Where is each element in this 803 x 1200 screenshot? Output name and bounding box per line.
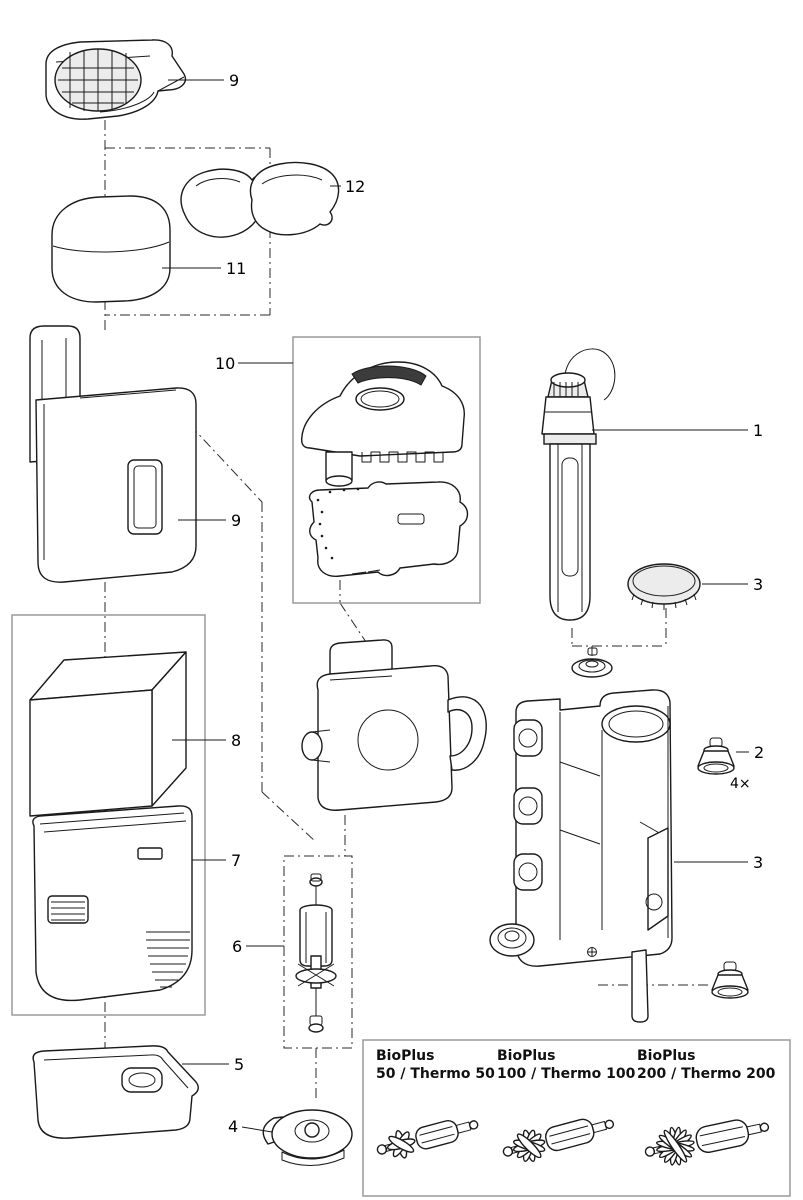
part-suction-cup-bottom (711, 961, 749, 999)
part-housing (29, 325, 197, 583)
variant-1-name: BioPlus (376, 1048, 434, 1064)
part-pump-body (301, 639, 487, 811)
variant-3-model: 200 / Thermo 200 (637, 1066, 776, 1082)
part-gasket (308, 481, 469, 577)
variant-3-impeller (644, 1119, 770, 1166)
variant-2: BioPlus 100 / Thermo 100 (497, 1048, 636, 1162)
impeller-group-box (283, 855, 353, 1049)
suction-cup-quantity: 4× (730, 776, 751, 792)
part-filter-foam (29, 651, 187, 817)
part-pump-head (300, 361, 465, 487)
callout-label-base-plate: 5 (234, 1055, 244, 1074)
part-heater (541, 348, 616, 621)
variant-3-name: BioPlus (637, 1048, 695, 1064)
callout-label-foam-pads: 12 (345, 177, 365, 196)
impeller-variants-box (362, 1039, 791, 1197)
callout-label-filter-foam: 8 (231, 731, 241, 750)
part-impeller (295, 873, 337, 1033)
variant-2-impeller (502, 1118, 615, 1162)
pump-head-group-box (292, 336, 481, 604)
foam-container-group-box (11, 614, 206, 1016)
variant-1-impeller (376, 1119, 479, 1159)
callout-label-lid: 9 (229, 71, 239, 90)
callout-label-suction-cup: 2 (754, 743, 764, 762)
part-foam-block (51, 195, 171, 303)
part-foam-pads (180, 161, 340, 238)
part-base-plate (32, 1045, 199, 1139)
callout-label-cap: 3 (753, 575, 763, 594)
part-inner-housing (489, 647, 673, 1023)
part-pump-cover (262, 1109, 353, 1167)
callout-label-heater: 1 (753, 421, 763, 440)
variant-2-name: BioPlus (497, 1048, 555, 1064)
callout-line-pump-cover (241, 1126, 273, 1133)
part-lid (45, 39, 186, 120)
variant-1-model: 50 / Thermo 50 (376, 1066, 495, 1082)
callout-label-container: 7 (231, 851, 241, 870)
variant-1: BioPlus 50 / Thermo 50 (376, 1048, 495, 1159)
callout-label-impeller: 6 (232, 937, 242, 956)
callout-label-pump-cover: 4 (228, 1117, 238, 1136)
variant-2-model: 100 / Thermo 100 (497, 1066, 636, 1082)
part-cap (627, 563, 701, 610)
callout-label-housing: 9 (231, 511, 241, 530)
callout-label-inner-housing: 3 (753, 853, 763, 872)
callout-label-foam-block: 11 (226, 259, 246, 278)
variant-3: BioPlus 200 / Thermo 200 (637, 1048, 776, 1166)
part-container (32, 805, 193, 1002)
part-suction-cup (697, 737, 735, 775)
callout-label-pump-head: 10 (215, 354, 235, 373)
